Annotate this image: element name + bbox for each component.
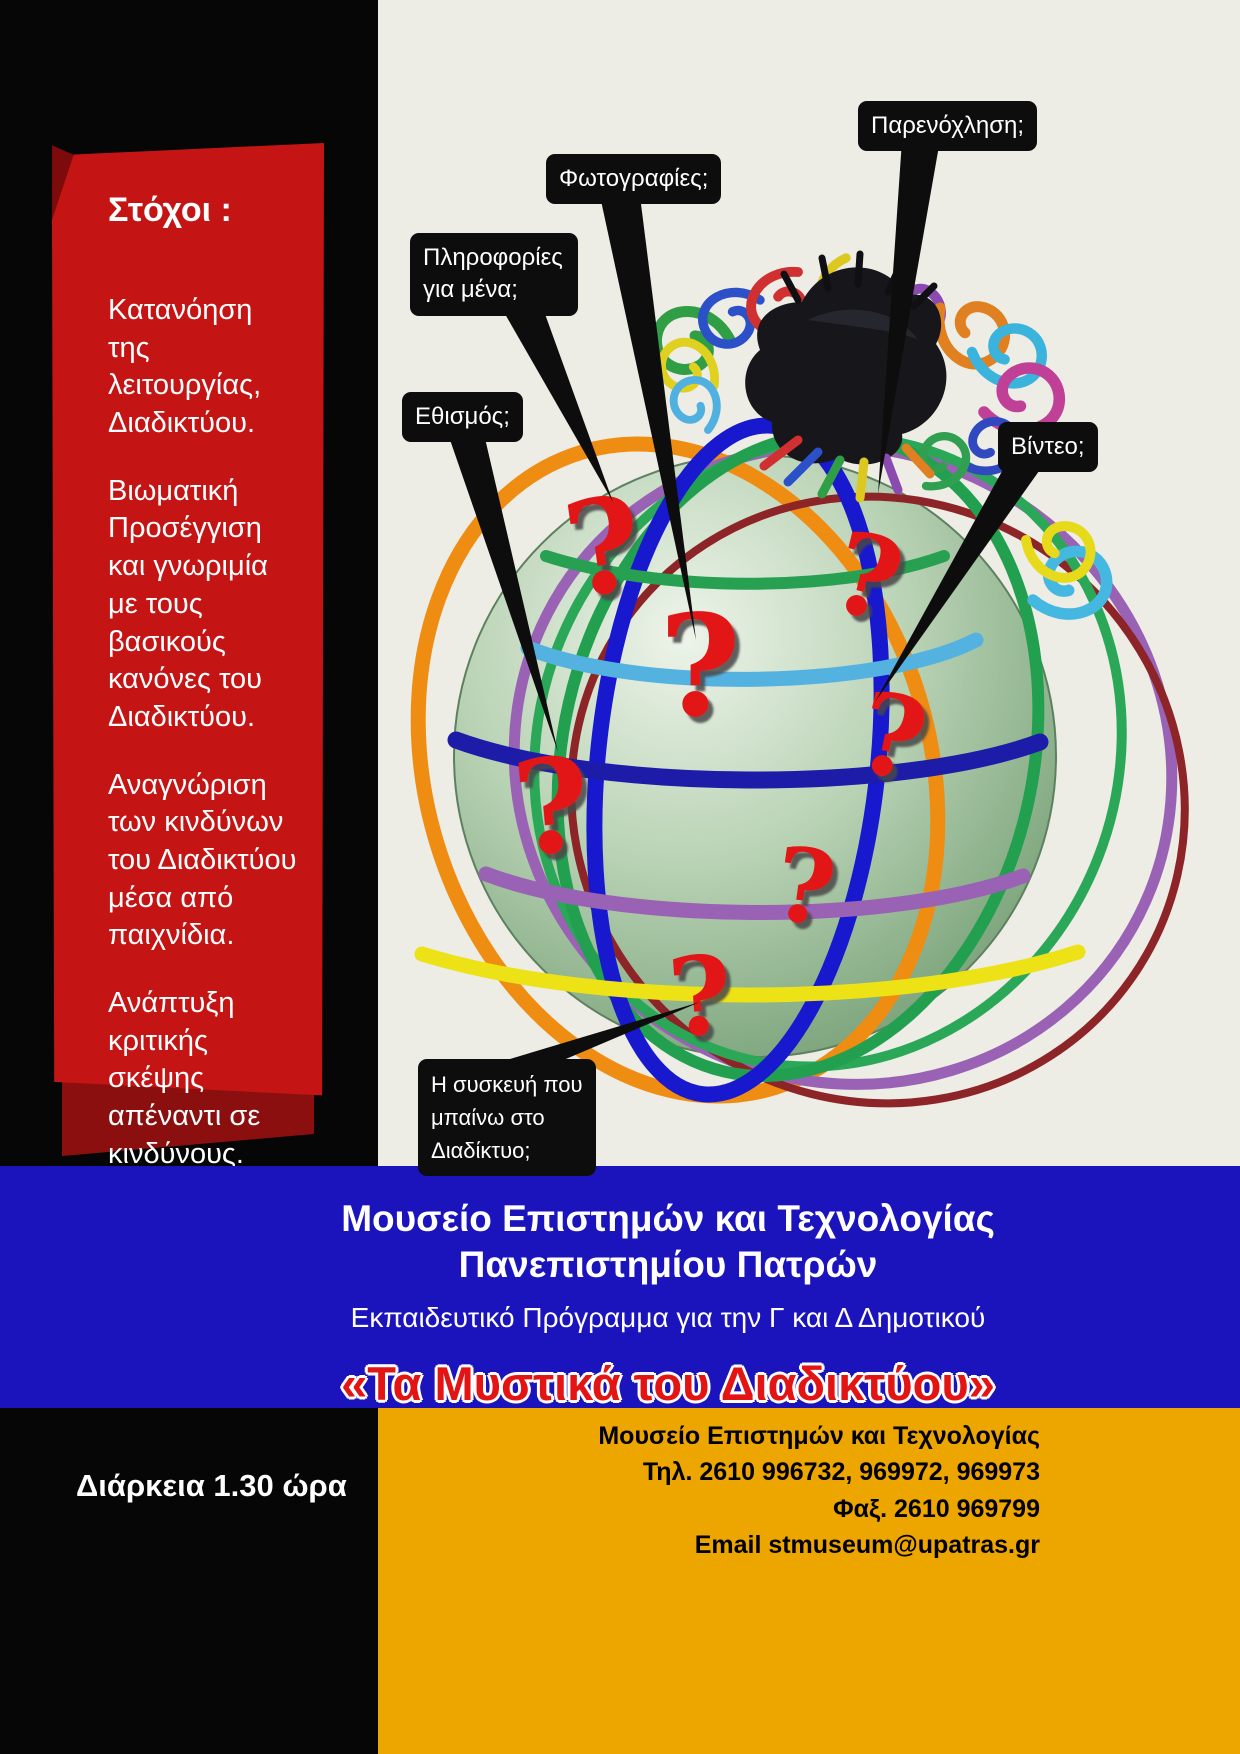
question-mark-icon: ? [659, 585, 741, 749]
goal-paragraph: Αναγνώριση των κινδύνων του Διαδικτύου μ… [108, 768, 297, 952]
question-mark-icon: ? [507, 727, 596, 886]
callout-personal-info: Πληροφορίες για μένα; [410, 233, 578, 316]
callout-photos: Φωτογραφίες; [546, 154, 722, 205]
program-subtitle: Εκπαιδευτικό Πρόγραμμα για την Γ και Δ Δ… [350, 1302, 986, 1333]
contact-line-museum: Μουσείο Επιστημών και Τεχνολογίας [598, 1422, 1040, 1450]
duration-text: Διάρκεια 1.30 ώρα [76, 1468, 347, 1503]
goal-paragraph: Βιωματική Προσέγγιση και γνωριμία με του… [108, 474, 268, 733]
blue-banner [0, 1166, 1240, 1408]
goal-paragraph: Κατανόηση της λειτουργίας, Διαδικτύου. [108, 294, 262, 440]
footer-black-block [0, 1408, 378, 1754]
footer-orange-block [378, 1408, 1240, 1754]
goal-paragraph: Ανάπτυξη κριτικής σκέψης απέναντι σε κιν… [108, 987, 261, 1170]
contact-line-phone: Τηλ. 2610 996732, 969972, 969973 [642, 1458, 1040, 1487]
contact-block: Μουσείο Επιστημών και Τεχνολογίας Τηλ. 2… [598, 1418, 1040, 1563]
callout-addiction: Εθισμός; [402, 392, 523, 443]
ribbon-face [52, 143, 324, 1096]
callout-device: Η συσκευή που μπαίνω στο Διαδίκτυο; [418, 1059, 596, 1176]
banner-text: Μουσείο Επιστημών και Τεχνολογίας Πανεπι… [96, 1198, 1240, 1411]
contact-line-email: Email stmuseum@upatras.gr [694, 1530, 1040, 1559]
callout-tails [448, 140, 1044, 1070]
goals-title: Στόχοι : [108, 191, 232, 229]
callout-video: Βίντεο; [998, 422, 1098, 473]
program-title: «Τα Μυστικά του Διαδικτύου» [341, 1357, 995, 1410]
contact-line-fax: Φαξ. 2610 969799 [833, 1494, 1040, 1523]
goals-ribbon: Στόχοι : Κατανόηση της λειτουργίας, Διαδ… [52, 143, 328, 1170]
museum-name-line1: Μουσείο Επιστημών και Τεχνολογίας [341, 1198, 995, 1239]
callout-harassment: Παρενόχληση; [858, 101, 1038, 152]
question-mark-icon: ? [664, 932, 736, 1062]
globe-illustration: ? ? ? ? ? ? ? [410, 140, 1189, 1108]
museum-name-line2: Πανεπιστημίου Πατρών [458, 1244, 878, 1285]
question-marks: ? ? ? ? ? ? ? [507, 466, 937, 1062]
goals-text: Στόχοι : Κατανόηση της λειτουργίας, Διαδ… [108, 191, 300, 1203]
